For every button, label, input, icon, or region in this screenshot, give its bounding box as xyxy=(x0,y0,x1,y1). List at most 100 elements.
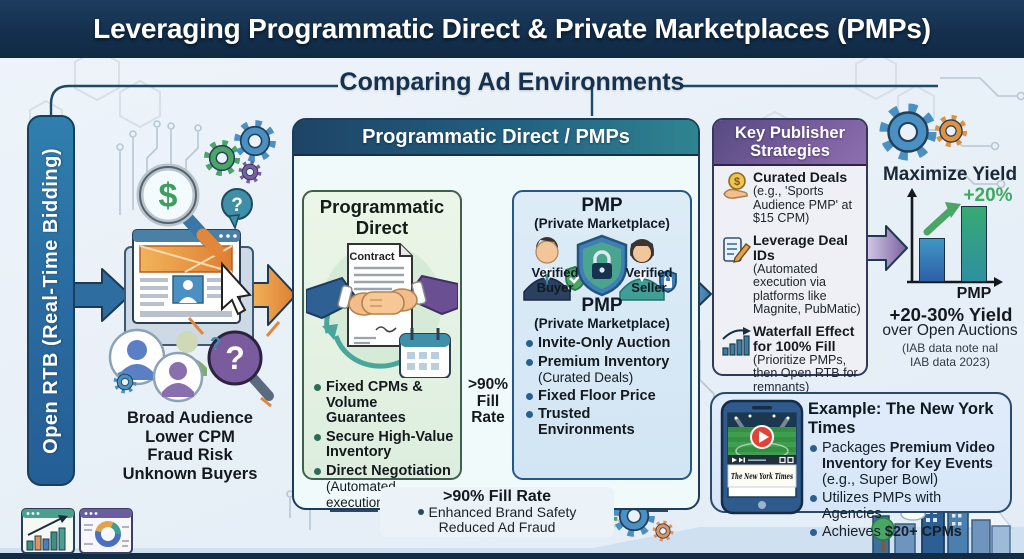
list-item: Trusted Environments xyxy=(524,406,686,438)
svg-text:?: ? xyxy=(210,334,221,354)
strategy-title: Waterfall Effect for 100% Fill xyxy=(753,322,855,354)
open-rtb-label: Open RTB (Real-Time Bidding) xyxy=(39,147,62,454)
waterfall-icon xyxy=(721,324,753,395)
magnifier-dollar-icon: $ xyxy=(136,163,224,257)
maximize-yield-title: Maximize Yield xyxy=(882,164,1018,185)
open-rtb-illustration: ? $ xyxy=(108,112,281,408)
yield-result: +20-30% Yield xyxy=(889,304,1013,325)
pmp-title: PMP xyxy=(581,195,623,216)
pmp-subtitle: (Private Marketplace) xyxy=(534,216,670,231)
question-bubble-icon: ? xyxy=(221,188,253,231)
drawback-item: Unknown Buyers xyxy=(122,464,258,483)
page-title: Leveraging Programmatic Direct & Private… xyxy=(93,13,931,44)
pmp-box: PMP (Private Marketplace) xyxy=(512,190,692,480)
fill-rate-footer-title: >90% Fill Rate xyxy=(442,488,552,505)
strategy-detail: (Prioritize PMPs, then Open RTB for remn… xyxy=(753,352,858,394)
programmatic-direct-box: Programmatic Direct Contract xyxy=(302,190,462,510)
programmatic-direct-bullets: Fixed CPMs & Volume Guarantees Secure Hi… xyxy=(312,379,456,513)
pmp-mid-title: PMP xyxy=(581,295,623,316)
open-auction-bar xyxy=(919,238,945,282)
arrow-strategies-to-yield xyxy=(865,225,908,271)
list-item: Utilizes PMPs with Agencies xyxy=(808,490,1004,522)
handshake-icon xyxy=(306,274,458,320)
verified-seller-icon xyxy=(619,239,677,301)
key-publisher-strategies-box: Key Publisher Strategies $ Curated Deals… xyxy=(712,118,868,393)
bullet-dot xyxy=(526,411,533,418)
strategy-item: Waterfall Effect for 100% Fill (Prioriti… xyxy=(721,322,861,395)
bottom-chart-icons xyxy=(21,508,133,554)
open-rtb-bar: Open RTB (Real-Time Bidding) xyxy=(27,115,75,486)
bullet-dot xyxy=(417,509,424,515)
calendar-icon xyxy=(399,328,451,378)
svg-text:$: $ xyxy=(159,177,178,215)
open-rtb-drawbacks: Broad Audience Lower CPM Fraud Risk Unkn… xyxy=(95,409,285,483)
example-bullets: Packages Premium Video Inventory for Key… xyxy=(808,440,1004,540)
programmatic-panel-title: Programmatic Direct / PMPs xyxy=(362,125,630,148)
title-banner: Leveraging Programmatic Direct & Private… xyxy=(0,0,1024,58)
video-thumbnail xyxy=(728,413,796,460)
deal-ids-icon xyxy=(721,233,753,317)
bullet-dot xyxy=(314,467,321,475)
pmp-mid-subtitle: (Private Marketplace) xyxy=(534,316,670,331)
svg-text:$: $ xyxy=(734,176,740,188)
drawback-item: Broad Audience xyxy=(127,409,253,427)
bar-chart-window-icon xyxy=(21,508,75,554)
yield-bar-chart: +20% PMP xyxy=(875,185,1024,303)
example-title: Example: The New York Times xyxy=(808,400,994,437)
bullet-dot xyxy=(314,384,321,391)
list-item: Achieves $20+ CPMs xyxy=(808,524,1004,540)
footer-line: Enhanced Brand Safety xyxy=(380,505,614,520)
list-item: Fixed Floor Price xyxy=(524,388,686,405)
nyt-masthead: The New York Times xyxy=(731,471,793,481)
audience-avatars xyxy=(108,328,207,403)
bullet-dot xyxy=(526,392,533,400)
phone-video-illustration: The New York Times xyxy=(720,399,804,515)
footer-line: Reduced Ad Fraud xyxy=(438,519,556,535)
pie-chart-window-icon xyxy=(79,508,133,554)
list-item: Premium Inventory(Curated Deals) xyxy=(524,354,686,386)
drawback-item: Fraud Risk xyxy=(147,446,233,464)
strategy-item: $ Curated Deals (e.g., 'Sports Audience … xyxy=(721,170,861,226)
bullet-dot xyxy=(526,358,533,366)
yield-source-note: (IAB data note nal IAB data 2023) xyxy=(901,341,999,369)
verified-parties-illustration xyxy=(523,234,677,301)
video-controls xyxy=(728,455,796,465)
chart-axes xyxy=(907,188,1003,287)
svg-text:?: ? xyxy=(225,340,245,376)
strategies-header: Key Publisher Strategies xyxy=(714,120,866,166)
verified-labels: Verified Buyer Verified Seller xyxy=(514,265,690,295)
list-item: Packages Premium Video Inventory for Key… xyxy=(808,440,1004,488)
bullet-dot xyxy=(314,433,321,441)
strategies-header-line2: Strategies xyxy=(750,142,830,160)
bullet-dot xyxy=(810,529,817,536)
list-item: Invite-Only Auction xyxy=(524,335,686,352)
list-item: Secure High-Value Inventory xyxy=(312,429,456,461)
pmp-bar-label: PMP xyxy=(956,285,992,302)
strategy-item: Leverage Deal IDs (Automated execution v… xyxy=(721,231,861,317)
fraud-magnifier-icon: ? ? xyxy=(187,317,281,408)
pmp-bullets: Invite-Only Auction Premium Inventory(Cu… xyxy=(524,335,686,441)
connector-lines xyxy=(49,84,938,118)
example-box: The New York Times Example: The New York… xyxy=(710,392,1012,540)
strategy-detail: (e.g., 'Sports Audience PMP' at $15 CPM) xyxy=(753,184,852,225)
verified-seller-label: Verified Seller xyxy=(625,265,673,295)
fill-rate-gap-label: >90% Fill Rate xyxy=(467,376,509,426)
fill-rate-footer: >90% Fill Rate Enhanced Brand Safety Red… xyxy=(380,487,614,537)
yield-result-sub: over Open Auctions xyxy=(882,322,1018,339)
programmatic-panel-header: Programmatic Direct / PMPs xyxy=(294,120,698,156)
svg-text:?: ? xyxy=(231,195,243,216)
bullet-dot xyxy=(810,495,817,502)
verified-buyer-label: Verified Buyer xyxy=(531,265,579,295)
handshake-contract-illustration: Contract xyxy=(306,243,458,378)
list-item: Fixed CPMs & Volume Guarantees xyxy=(312,379,456,427)
programmatic-direct-title: Programmatic Direct xyxy=(319,196,445,238)
bottom-navy-bar xyxy=(0,553,1024,559)
list-item: Direct Negotiation(Automated execution) xyxy=(312,463,456,511)
verified-buyer-icon xyxy=(523,237,585,301)
strategy-title: Leverage Deal IDs xyxy=(753,231,848,263)
curated-deals-icon: $ xyxy=(721,170,753,226)
pmp-bar xyxy=(961,206,987,282)
bullet-dot xyxy=(810,445,817,452)
